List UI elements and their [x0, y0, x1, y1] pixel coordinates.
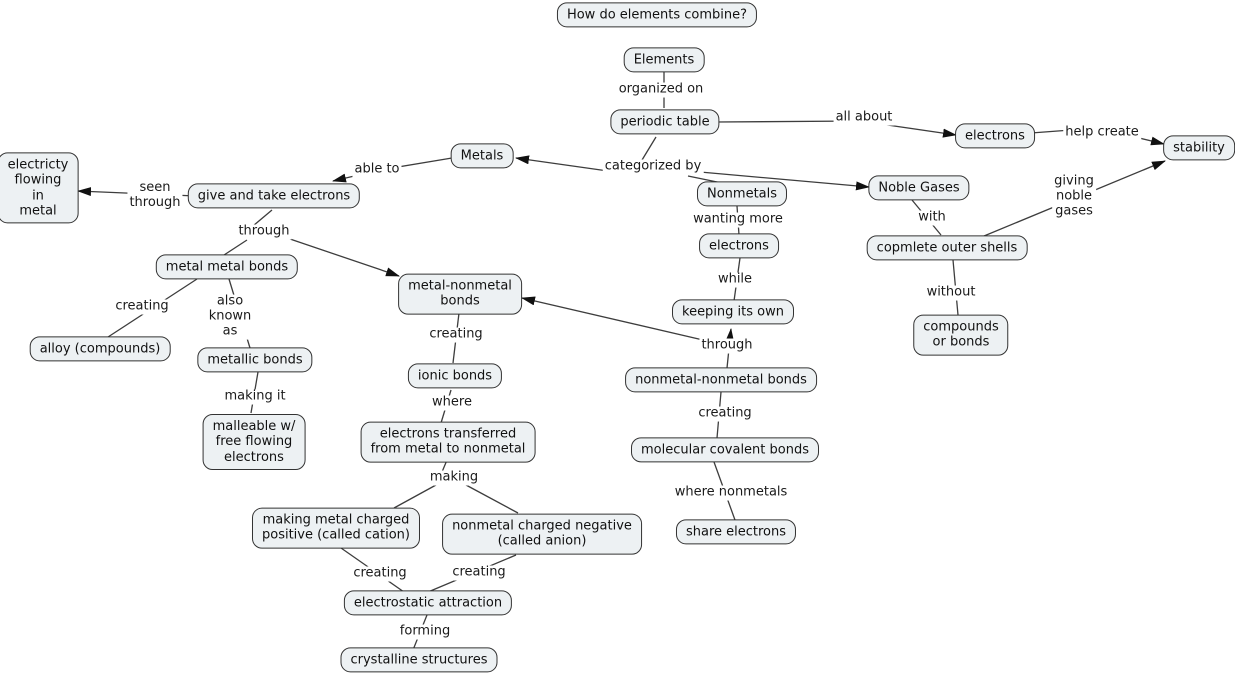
concept-node-complete-outer-shells[interactable]: copmlete outer shells: [866, 235, 1028, 261]
concept-node-share-electrons[interactable]: share electrons: [675, 519, 797, 545]
link-label-through-right[interactable]: through: [699, 337, 755, 354]
edge-give-take-electrons-to-through-left: [252, 209, 273, 227]
edge-through-left-to-metal-nonmetal-bonds: [289, 238, 400, 277]
link-label-all-about[interactable]: all about: [833, 109, 895, 126]
edge-periodic-table-to-categorized-by: [641, 136, 657, 161]
concept-node-crystalline-structures[interactable]: crystalline structures: [340, 647, 498, 673]
concept-node-nonmetals[interactable]: Nonmetals: [696, 181, 788, 207]
link-label-able-to[interactable]: able to: [352, 161, 402, 178]
link-label-making-it[interactable]: making it: [222, 388, 288, 405]
link-label-creating-cation[interactable]: creating: [351, 565, 409, 582]
link-label-giving-noble-gases[interactable]: giving noble gases: [1052, 173, 1096, 220]
link-label-wanting-more[interactable]: wanting more: [691, 211, 785, 228]
link-label-where-nonmetals[interactable]: where nonmetals: [672, 484, 790, 501]
link-label-where[interactable]: where: [430, 394, 474, 411]
concept-node-electrons-mid[interactable]: electrons: [699, 233, 779, 259]
concept-node-nonmetal-nonmetal-bonds[interactable]: nonmetal-nonmetal bonds: [625, 367, 817, 393]
concept-node-anion[interactable]: nonmetal charged negative (called anion): [442, 513, 642, 555]
link-label-creating-ionic[interactable]: creating: [427, 326, 485, 343]
concept-node-periodic-table[interactable]: periodic table: [610, 109, 720, 135]
link-label-creating-anion[interactable]: creating: [450, 564, 508, 581]
concept-node-question[interactable]: How do elements combine?: [556, 2, 758, 28]
link-label-making[interactable]: making: [427, 469, 481, 486]
concept-node-electrons-transferred[interactable]: electrons transferred from metal to nonm…: [360, 421, 536, 463]
link-label-creating-covalent[interactable]: creating: [696, 405, 754, 422]
concept-node-electricity-flowing[interactable]: electricty flowing in metal: [0, 152, 79, 224]
link-label-through-left[interactable]: through: [236, 223, 292, 240]
concept-node-cation[interactable]: making metal charged positive (called ca…: [251, 507, 421, 549]
concept-node-metal-metal-bonds[interactable]: metal metal bonds: [155, 254, 299, 280]
edge-through-left-to-metal-metal-bonds: [223, 239, 248, 256]
concept-node-metals[interactable]: Metals: [450, 143, 514, 169]
edge-making-to-anion: [465, 484, 519, 514]
concept-node-electrons-top[interactable]: electrons: [955, 123, 1035, 149]
concept-node-keeping-its-own[interactable]: keeping its own: [672, 299, 794, 325]
concept-node-malleable[interactable]: malleable w/ free flowing electrons: [202, 414, 306, 470]
edge-making-to-cation: [393, 484, 437, 509]
concept-node-molecular-covalent-bonds[interactable]: molecular covalent bonds: [631, 437, 819, 463]
concept-node-compounds-or-bonds[interactable]: compounds or bonds: [913, 314, 1009, 356]
link-label-categorized-by[interactable]: categorized by: [602, 158, 704, 175]
concept-node-give-take-electrons[interactable]: give and take electrons: [187, 183, 361, 209]
concept-node-stability[interactable]: stability: [1163, 135, 1235, 161]
concept-node-ionic-bonds[interactable]: ionic bonds: [407, 363, 503, 389]
concept-node-alloy[interactable]: alloy (compounds): [29, 336, 171, 362]
link-label-without[interactable]: without: [924, 284, 978, 301]
link-label-creating-alloy[interactable]: creating: [113, 298, 171, 315]
link-label-help-create[interactable]: help create: [1063, 124, 1141, 141]
link-label-also-known-as[interactable]: also known as: [206, 293, 254, 340]
edge-through-right-to-metal-nonmetal-bonds: [521, 296, 704, 341]
concept-node-noble-gases[interactable]: Noble Gases: [868, 175, 970, 201]
link-label-organized-on[interactable]: organized on: [616, 81, 706, 98]
link-label-while[interactable]: while: [715, 271, 755, 288]
link-label-seen-through[interactable]: seen through: [127, 180, 183, 211]
concept-node-electrostatic-attraction[interactable]: electrostatic attraction: [343, 590, 513, 616]
edge-categorized-by-to-noble-gases: [699, 171, 870, 191]
edge-categorized-by-to-metals: [515, 155, 609, 172]
concept-node-elements[interactable]: Elements: [623, 47, 705, 73]
link-label-forming[interactable]: forming: [397, 623, 453, 640]
concept-node-metal-nonmetal-bonds[interactable]: metal-nonmetal bonds: [398, 273, 522, 315]
concept-node-metallic-bonds[interactable]: metallic bonds: [197, 347, 313, 373]
link-label-with[interactable]: with: [916, 209, 948, 226]
